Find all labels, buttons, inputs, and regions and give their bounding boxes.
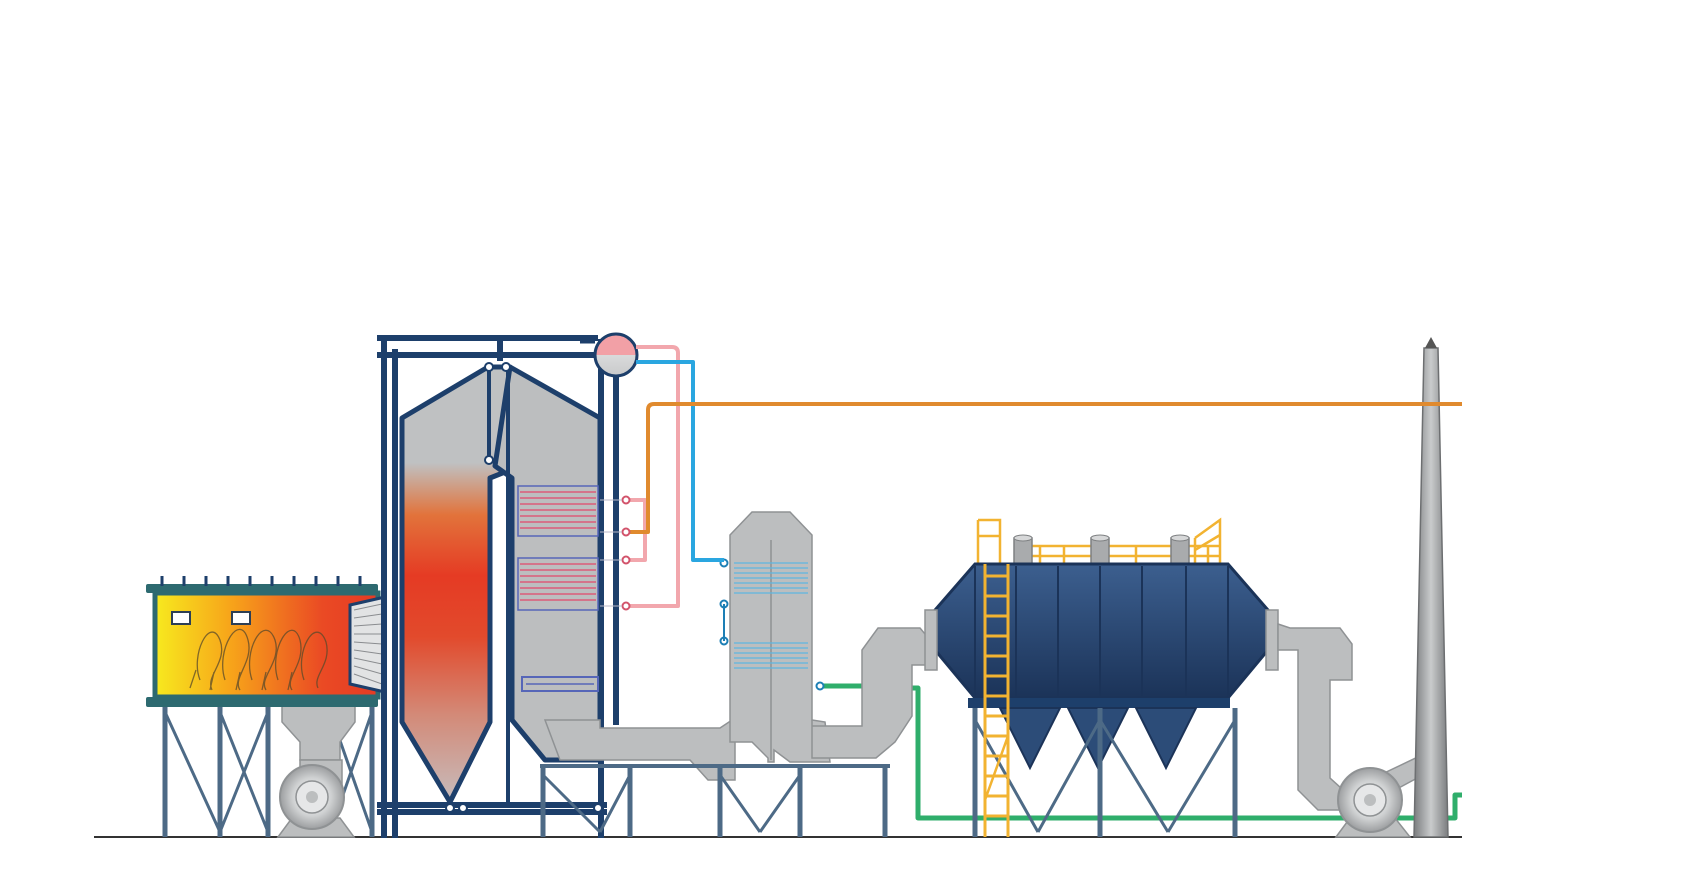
steam-drum xyxy=(580,332,639,725)
boiler-furnace xyxy=(399,364,513,805)
forced-draft-fan xyxy=(276,759,356,838)
air-preheater xyxy=(729,511,831,763)
precipitator xyxy=(924,517,1279,837)
furnace-outlet-grille xyxy=(348,595,387,694)
furnace-bottom-rail xyxy=(146,697,378,707)
grate-furnace xyxy=(146,576,387,837)
furnace-window xyxy=(171,611,191,625)
furnace-top-studs xyxy=(160,576,362,586)
header-nodes xyxy=(621,495,631,611)
furnace-window xyxy=(231,611,251,625)
precipitator-panels xyxy=(974,566,1229,696)
flame-swirls xyxy=(189,628,328,691)
precipitator-ladder xyxy=(983,564,1010,837)
pink-pipes xyxy=(628,345,680,608)
economizer-coil xyxy=(521,676,599,692)
air-preheater-tubes xyxy=(734,562,808,669)
flue-duct-1 xyxy=(543,716,736,781)
duct-support-legs xyxy=(540,764,890,837)
induced-draft-fan xyxy=(1334,754,1434,838)
superheater-coils xyxy=(517,485,599,692)
furnace-body xyxy=(152,590,381,700)
chimney-cap-icon xyxy=(1425,337,1437,348)
boiler-nodes xyxy=(445,362,603,813)
orange-steam-pipe xyxy=(628,402,1462,534)
blue-pipe xyxy=(636,360,724,562)
chimney xyxy=(1413,337,1449,838)
grille-lines xyxy=(353,603,383,685)
flue-duct-2 xyxy=(811,627,931,759)
flue-duct-3 xyxy=(1277,622,1353,811)
